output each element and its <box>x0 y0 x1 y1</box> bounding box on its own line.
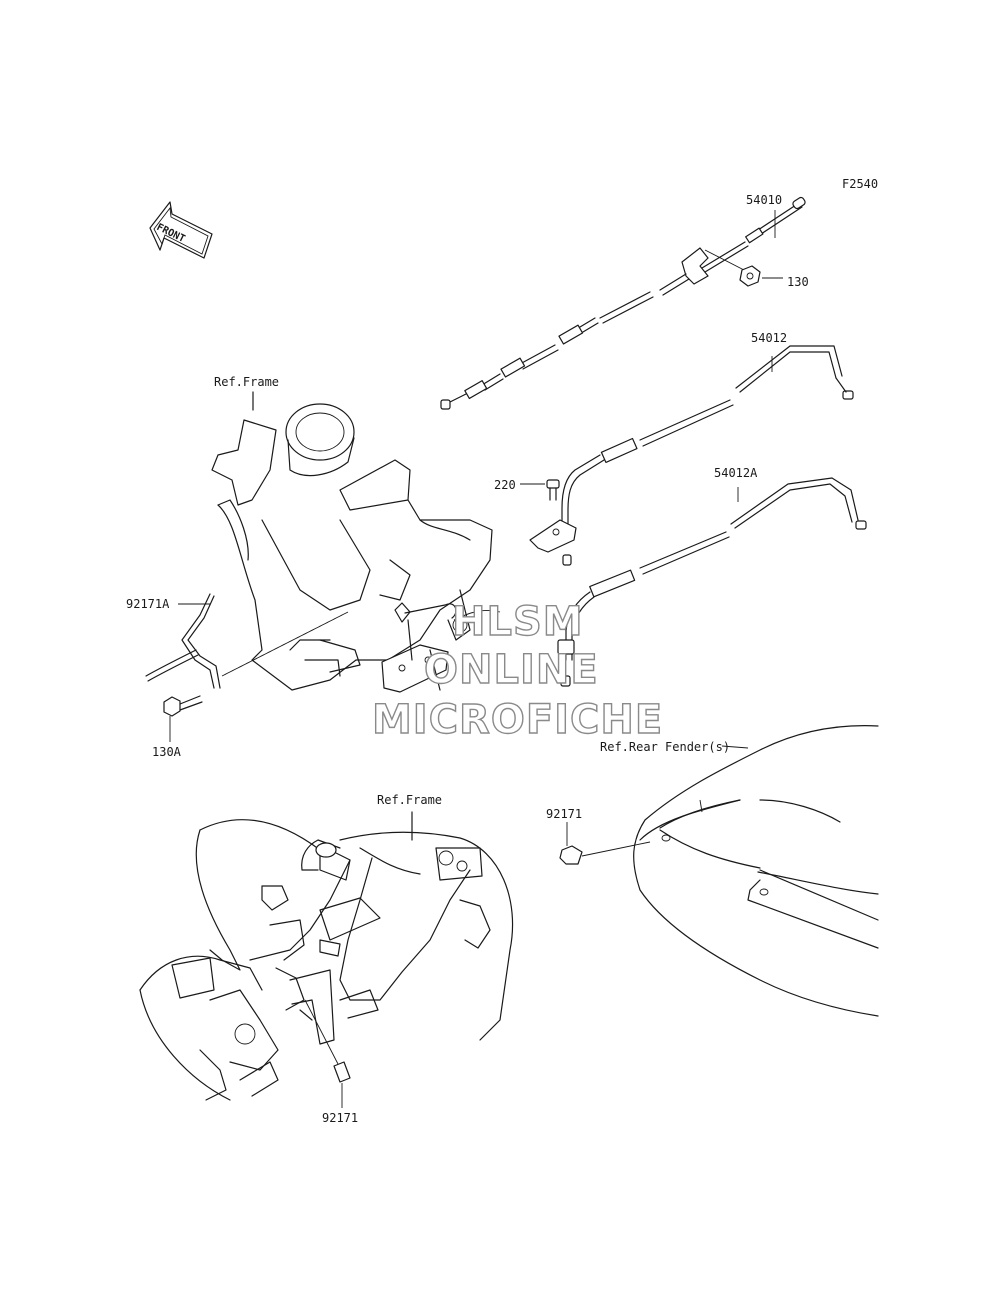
part-label-130A[interactable]: 130A <box>152 745 181 759</box>
rear-fender-drawing <box>633 725 879 1017</box>
diagram-code: F2540 <box>842 177 879 191</box>
throttle-cable-54010 <box>440 196 806 410</box>
watermark-line-1: HLSM <box>451 599 584 645</box>
front-arrow-icon <box>149 201 213 259</box>
cable-routing-line <box>453 609 501 621</box>
throttle-cable-54012 <box>561 345 854 531</box>
bolt-130A <box>163 695 203 742</box>
part-label-92171-bottom[interactable]: 92171 <box>322 1111 359 1125</box>
part-label-92171-right[interactable]: 92171 <box>546 807 583 821</box>
ref-rear-fender-label: Ref.Rear Fender(s) <box>600 740 731 754</box>
part-label-54012A[interactable]: 54012A <box>714 466 758 480</box>
ref-frame-label-top: Ref.Frame <box>214 375 280 389</box>
upper-frame-drawing <box>211 391 493 693</box>
clip-92171-right <box>559 822 651 865</box>
watermark-line-3: MICROFICHE <box>371 697 664 743</box>
part-label-54010[interactable]: 54010 <box>746 193 783 207</box>
lower-frame-drawing <box>139 811 514 1101</box>
clip-92171-bottom <box>304 999 351 1108</box>
watermark-line-2: ONLINE <box>423 647 599 693</box>
ref-frame-label-bottom: Ref.Frame <box>377 793 443 807</box>
part-label-220[interactable]: 220 <box>494 478 516 492</box>
part-label-54012[interactable]: 54012 <box>751 331 788 345</box>
throttle-cable-54012A <box>557 477 867 687</box>
clip-92171A <box>145 593 349 689</box>
part-label-130[interactable]: 130 <box>787 275 809 289</box>
part-label-92171A[interactable]: 92171A <box>126 597 170 611</box>
bolt-220 <box>520 479 577 566</box>
